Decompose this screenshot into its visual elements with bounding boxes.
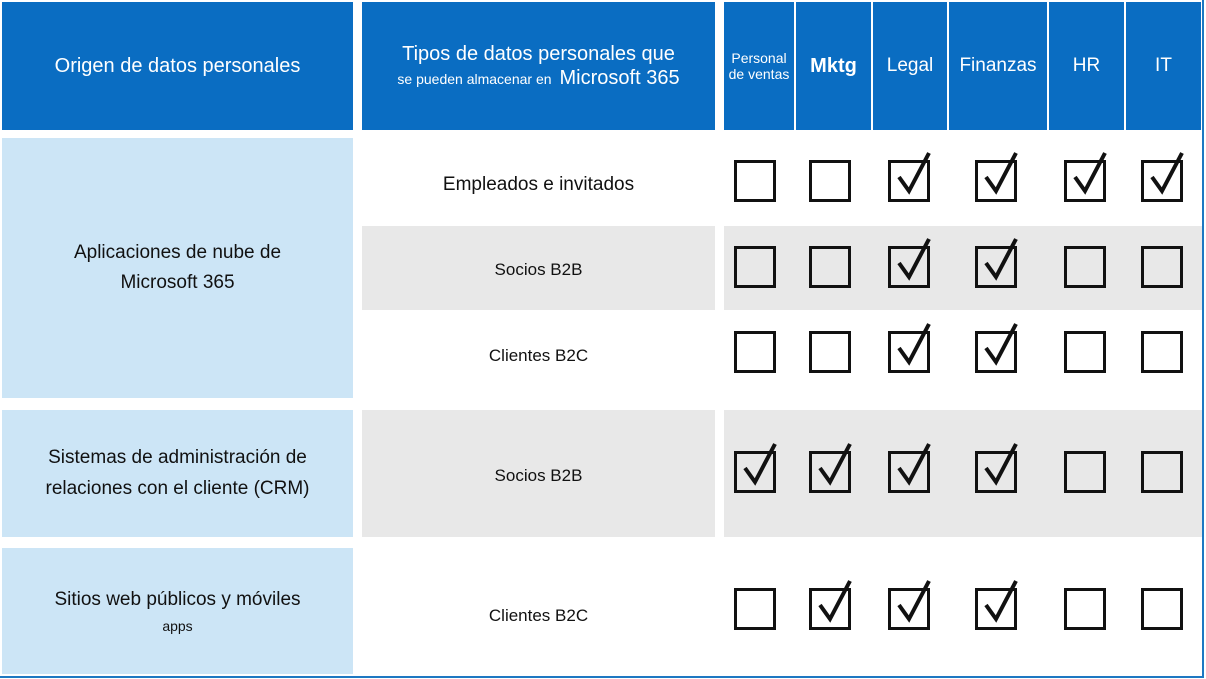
checkbox-unchecked: [1064, 588, 1106, 630]
checkbox-checked: [975, 443, 1018, 493]
checkbox-checked: [975, 152, 1018, 202]
header-types-line1: Tipos de datos personales que: [402, 43, 675, 65]
checkbox-unchecked: [1064, 451, 1106, 493]
checkbox-unchecked: [734, 160, 776, 202]
header-col-it: IT: [1126, 2, 1201, 130]
checkmark-icon: [1148, 444, 1186, 488]
header-col-finanzas: Finanzas: [949, 2, 1047, 130]
checkbox-checked: [975, 238, 1018, 288]
row-band-types: [362, 410, 715, 537]
checkmark-icon: [897, 443, 931, 486]
checkbox-unchecked: [734, 588, 776, 630]
checkmark-icon: [897, 580, 931, 623]
header-types-line2: se pueden almacenar en Microsoft 365: [397, 66, 679, 90]
checkmark-icon: [1071, 239, 1109, 283]
checkmark-icon: [1071, 581, 1109, 625]
checkmark-icon: [818, 443, 852, 486]
header-col-mktg: Mktg: [796, 2, 871, 130]
checkbox-unchecked: [1064, 331, 1106, 373]
checkmark-icon: [816, 324, 854, 368]
checkbox-unchecked: [1141, 331, 1183, 373]
checkbox-checked: [975, 323, 1018, 373]
checkmark-icon: [984, 443, 1018, 486]
origin-sub-label: apps: [162, 618, 193, 634]
checkmark-icon: [984, 323, 1018, 366]
checkmark-icon: [984, 152, 1018, 195]
checkmark-icon: [984, 580, 1018, 623]
header-origin: Origen de datos personales: [2, 2, 353, 130]
checkbox-unchecked: [1141, 246, 1183, 288]
checkbox-unchecked: [734, 331, 776, 373]
checkmark-icon: [984, 238, 1018, 281]
checkmark-icon: [897, 323, 931, 366]
type-label: Empleados e invitados: [442, 174, 635, 195]
checkbox-unchecked: [734, 246, 776, 288]
checkbox-checked: [888, 443, 931, 493]
checkbox-checked: [809, 580, 852, 630]
checkmark-icon: [1148, 239, 1186, 283]
checkbox-unchecked: [1141, 451, 1183, 493]
checkmark-icon: [1073, 152, 1107, 195]
origin-group-websites: Sitios web públicos y móviles apps: [2, 548, 353, 674]
header-col-hr: HR: [1049, 2, 1124, 130]
origin-label: Sitios web públicos y móviles: [54, 588, 301, 610]
row-band-checks: [724, 410, 1202, 537]
header-col-personal-ventas: Personal de ventas: [724, 2, 794, 130]
checkmark-icon: [743, 443, 777, 486]
checkbox-checked: [975, 580, 1018, 630]
checkmark-icon: [897, 152, 931, 195]
checkmark-icon: [1148, 581, 1186, 625]
checkbox-checked: [734, 443, 777, 493]
type-label: Clientes B2C: [488, 346, 589, 365]
checkbox-unchecked: [1141, 588, 1183, 630]
row-band-types: [362, 226, 715, 310]
row-band-checks: [724, 226, 1202, 310]
origin-label: Aplicaciones de nube de Microsoft 365: [73, 241, 282, 293]
checkmark-icon: [1071, 324, 1109, 368]
checkbox-unchecked: [1064, 246, 1106, 288]
type-label: Socios B2B: [494, 260, 583, 279]
checkbox-checked: [1064, 152, 1107, 202]
origin-label: Sistemas de administración de relaciones…: [45, 447, 310, 499]
checkbox-unchecked: [809, 246, 851, 288]
checkmark-icon: [816, 153, 854, 197]
checkmark-icon: [741, 324, 779, 368]
header-types-line2-big: Microsoft 365: [559, 67, 680, 89]
checkmark-icon: [741, 581, 779, 625]
type-label: Socios B2B: [494, 466, 583, 485]
checkbox-checked: [888, 323, 931, 373]
checkmark-icon: [741, 153, 779, 197]
header-col-legal: Legal: [873, 2, 947, 130]
checkbox-checked: [888, 580, 931, 630]
checkbox-checked: [809, 443, 852, 493]
type-label: Clientes B2C: [488, 606, 589, 625]
checkmark-icon: [818, 580, 852, 623]
origin-group-crm: Sistemas de administración de relaciones…: [2, 410, 353, 537]
checkmark-icon: [1148, 324, 1186, 368]
checkbox-checked: [888, 238, 931, 288]
checkmark-icon: [897, 238, 931, 281]
checkmark-icon: [741, 239, 779, 283]
checkmark-icon: [1150, 152, 1184, 195]
checkbox-unchecked: [809, 160, 851, 202]
header-data-types: Tipos de datos personales que se pueden …: [362, 2, 715, 130]
checkbox-checked: [1141, 152, 1184, 202]
origin-group-cloud-apps: Aplicaciones de nube de Microsoft 365: [2, 138, 353, 398]
header-types-line2-small: se pueden almacenar en: [397, 71, 552, 87]
checkmark-icon: [816, 239, 854, 283]
checkbox-checked: [888, 152, 931, 202]
checkbox-unchecked: [809, 331, 851, 373]
checkmark-icon: [1071, 444, 1109, 488]
